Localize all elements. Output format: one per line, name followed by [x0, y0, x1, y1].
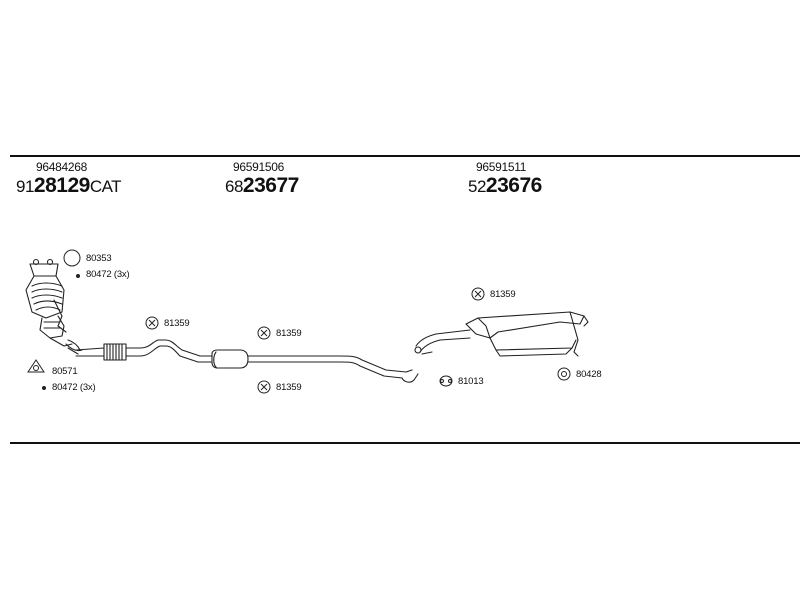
top-divider	[10, 155, 800, 157]
fitting-label-clamp-1: 81359	[164, 318, 190, 329]
fitting-label-gasket-rear: 81013	[458, 376, 484, 387]
ref-code-prefix: 52	[468, 177, 486, 196]
clamp-icon	[471, 287, 485, 301]
fitting-label-clamp-3: 81359	[276, 382, 302, 393]
part-number-catalyst: 96484268	[36, 160, 87, 174]
gasket-triangle-icon	[27, 359, 45, 373]
fitting-label-bolt-top: 80472 (3x)	[86, 269, 130, 280]
fitting-label-clamp-4: 81359	[490, 289, 516, 300]
ref-code-main: 28129	[33, 174, 90, 197]
part-number-middle-pipe: 96591506	[233, 160, 284, 174]
rear-silencer-part	[414, 311, 589, 357]
ref-code-catalyst: 9128129CAT	[16, 174, 122, 198]
flange-gasket-icon	[439, 375, 453, 387]
fitting-label-hanger-rear: 80428	[576, 369, 602, 380]
bolt-dot-icon	[42, 386, 46, 390]
part-number-rear-silencer: 96591511	[476, 160, 527, 174]
ref-code-middle-pipe: 6823677	[225, 174, 299, 198]
middle-pipe-part	[75, 339, 419, 383]
gasket-ring-icon	[63, 249, 81, 267]
ref-code-prefix: 91	[16, 177, 34, 196]
fitting-label-bolt-bottom: 80472 (3x)	[52, 382, 96, 393]
hanger-icon	[557, 367, 571, 381]
fitting-label-gasket-top: 80353	[86, 253, 112, 264]
ref-code-rear-silencer: 5223676	[468, 174, 542, 198]
catalytic-converter-part	[25, 258, 83, 355]
bolt-dot-icon	[76, 274, 80, 278]
ref-code-suffix: CAT	[89, 177, 122, 196]
ref-code-prefix: 68	[225, 177, 243, 196]
ref-code-main: 23676	[485, 174, 542, 197]
fitting-label-clamp-2: 81359	[276, 328, 302, 339]
ref-code-main: 23677	[242, 174, 299, 197]
clamp-icon	[145, 316, 159, 330]
clamp-icon	[257, 380, 271, 394]
bottom-divider	[10, 442, 800, 444]
clamp-icon	[257, 326, 271, 340]
fitting-label-gasket-bottom: 80571	[52, 366, 78, 377]
